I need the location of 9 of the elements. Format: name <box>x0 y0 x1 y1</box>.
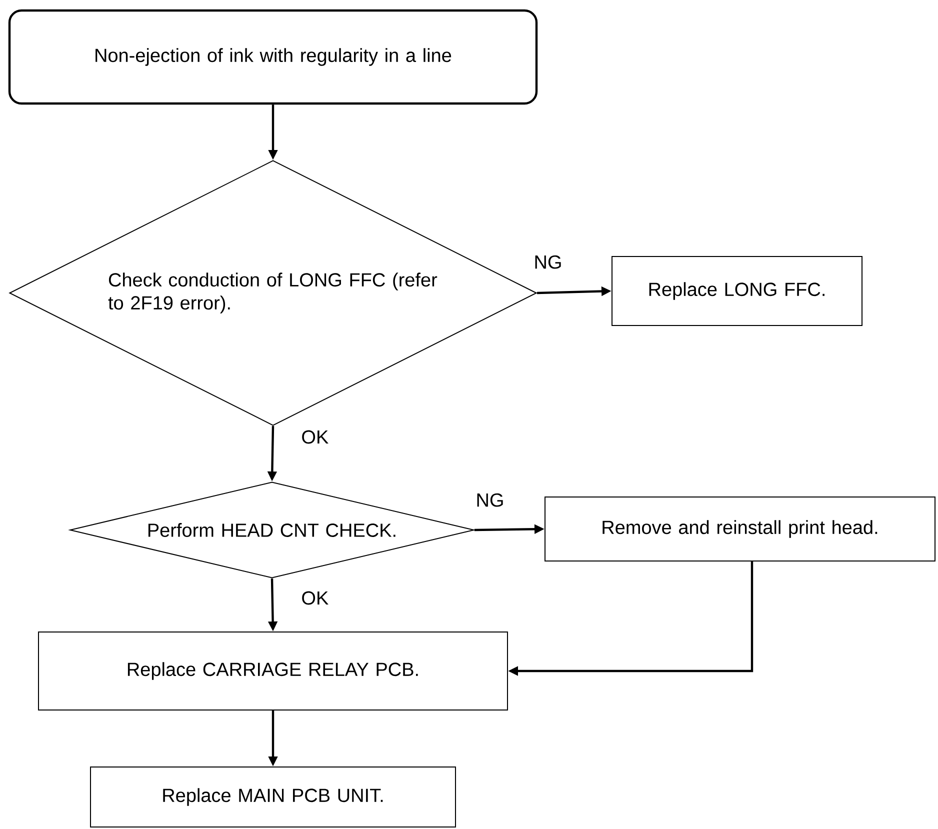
process-box: Replace MAIN PCB UNIT. <box>90 766 456 828</box>
start-box: Non-ejection of ink with regularity in a line <box>8 9 538 105</box>
edge-label: OK <box>302 591 328 605</box>
edge-label: NG <box>535 255 561 269</box>
process-box: Replace LONG FFC. <box>612 256 862 326</box>
process-box: Replace CARRIAGE RELAY PCB. <box>38 632 508 710</box>
process-box: Remove and reinstall print head. <box>544 496 936 562</box>
edge-label: NG <box>477 493 503 507</box>
edge-label: OK <box>302 430 328 444</box>
